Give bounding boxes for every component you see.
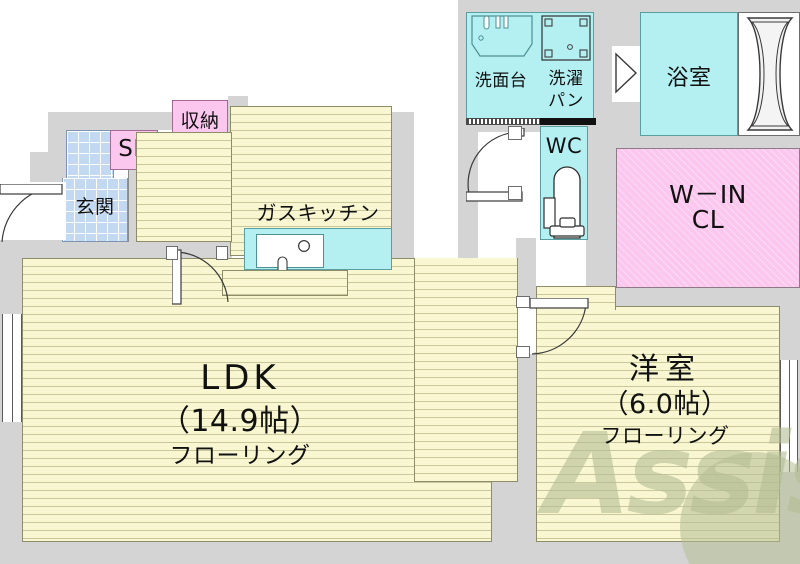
room-label-wic-2: CL <box>691 205 725 234</box>
washroom-door-jamb-top <box>508 126 522 140</box>
room-walk-in-closet <box>616 148 800 288</box>
wc-door-threshold <box>540 118 596 125</box>
wall-mass-wc-right <box>586 118 616 300</box>
washroom-door-jamb-bottom <box>508 186 522 200</box>
kitchen-burner-icon <box>297 239 311 253</box>
floor-ldk <box>22 258 492 542</box>
room-label-bedroom-name: 洋室 <box>629 352 701 387</box>
bedroom-door-icon[interactable] <box>524 298 596 360</box>
washroom-sliding-door[interactable] <box>466 118 540 125</box>
wall-mass-kitchen-right <box>390 112 414 252</box>
label-closet-storage: 収納 <box>180 110 220 132</box>
room-label-laundry-2: パン <box>548 91 584 111</box>
room-label-bedroom-size: （6.0帖） <box>601 389 729 420</box>
bath-door-icon-2[interactable] <box>614 52 644 94</box>
closet-storage <box>172 100 228 136</box>
room-label-ldk-floor: フローリング <box>169 443 311 469</box>
hall-door-gap <box>166 246 178 260</box>
room-label-bath: 浴室 <box>666 66 712 91</box>
hall-door-gap2 <box>216 246 228 260</box>
window-ldk-left <box>2 314 22 422</box>
label-gas-kitchen: ガスキッチン <box>256 201 380 225</box>
room-label-washbasin: 洗面台 <box>474 71 528 91</box>
room-label-ldk-size: （14.9帖） <box>159 404 321 439</box>
washer-pan-icon <box>541 15 591 61</box>
wall-mass-ldk-notch <box>490 480 536 564</box>
room-label-wic-1: W－IN <box>669 180 747 209</box>
bedroom-door-jamb-bottom <box>516 346 530 358</box>
bedroom-door-gap <box>518 300 534 354</box>
bathtub-icon <box>746 17 794 131</box>
window-bedroom-right <box>780 360 798 472</box>
room-label-laundry-1: 洗濯 <box>548 69 584 89</box>
room-label-ldk-name: LDK <box>200 358 280 398</box>
room-bath <box>640 12 738 136</box>
room-label-wc: WC <box>545 134 583 158</box>
room-genkan-lower <box>62 178 128 242</box>
room-label-bedroom-floor: フローリング <box>600 424 730 448</box>
kitchen-counter-front <box>222 270 348 296</box>
entry-door-icon[interactable] <box>0 184 66 246</box>
toilet-icon <box>543 166 585 239</box>
floor-ldk-right-strip <box>414 258 518 482</box>
room-genkan <box>66 130 114 180</box>
wall-mass-bottom <box>0 540 800 564</box>
wall-mass-entry-left2 <box>30 152 66 182</box>
floor-hall <box>136 132 232 242</box>
kitchen-sink-basin <box>256 234 324 268</box>
bedroom-door-jamb-top <box>516 296 530 308</box>
room-label-genkan: 玄関 <box>75 196 115 218</box>
vanity-icon <box>471 15 533 57</box>
